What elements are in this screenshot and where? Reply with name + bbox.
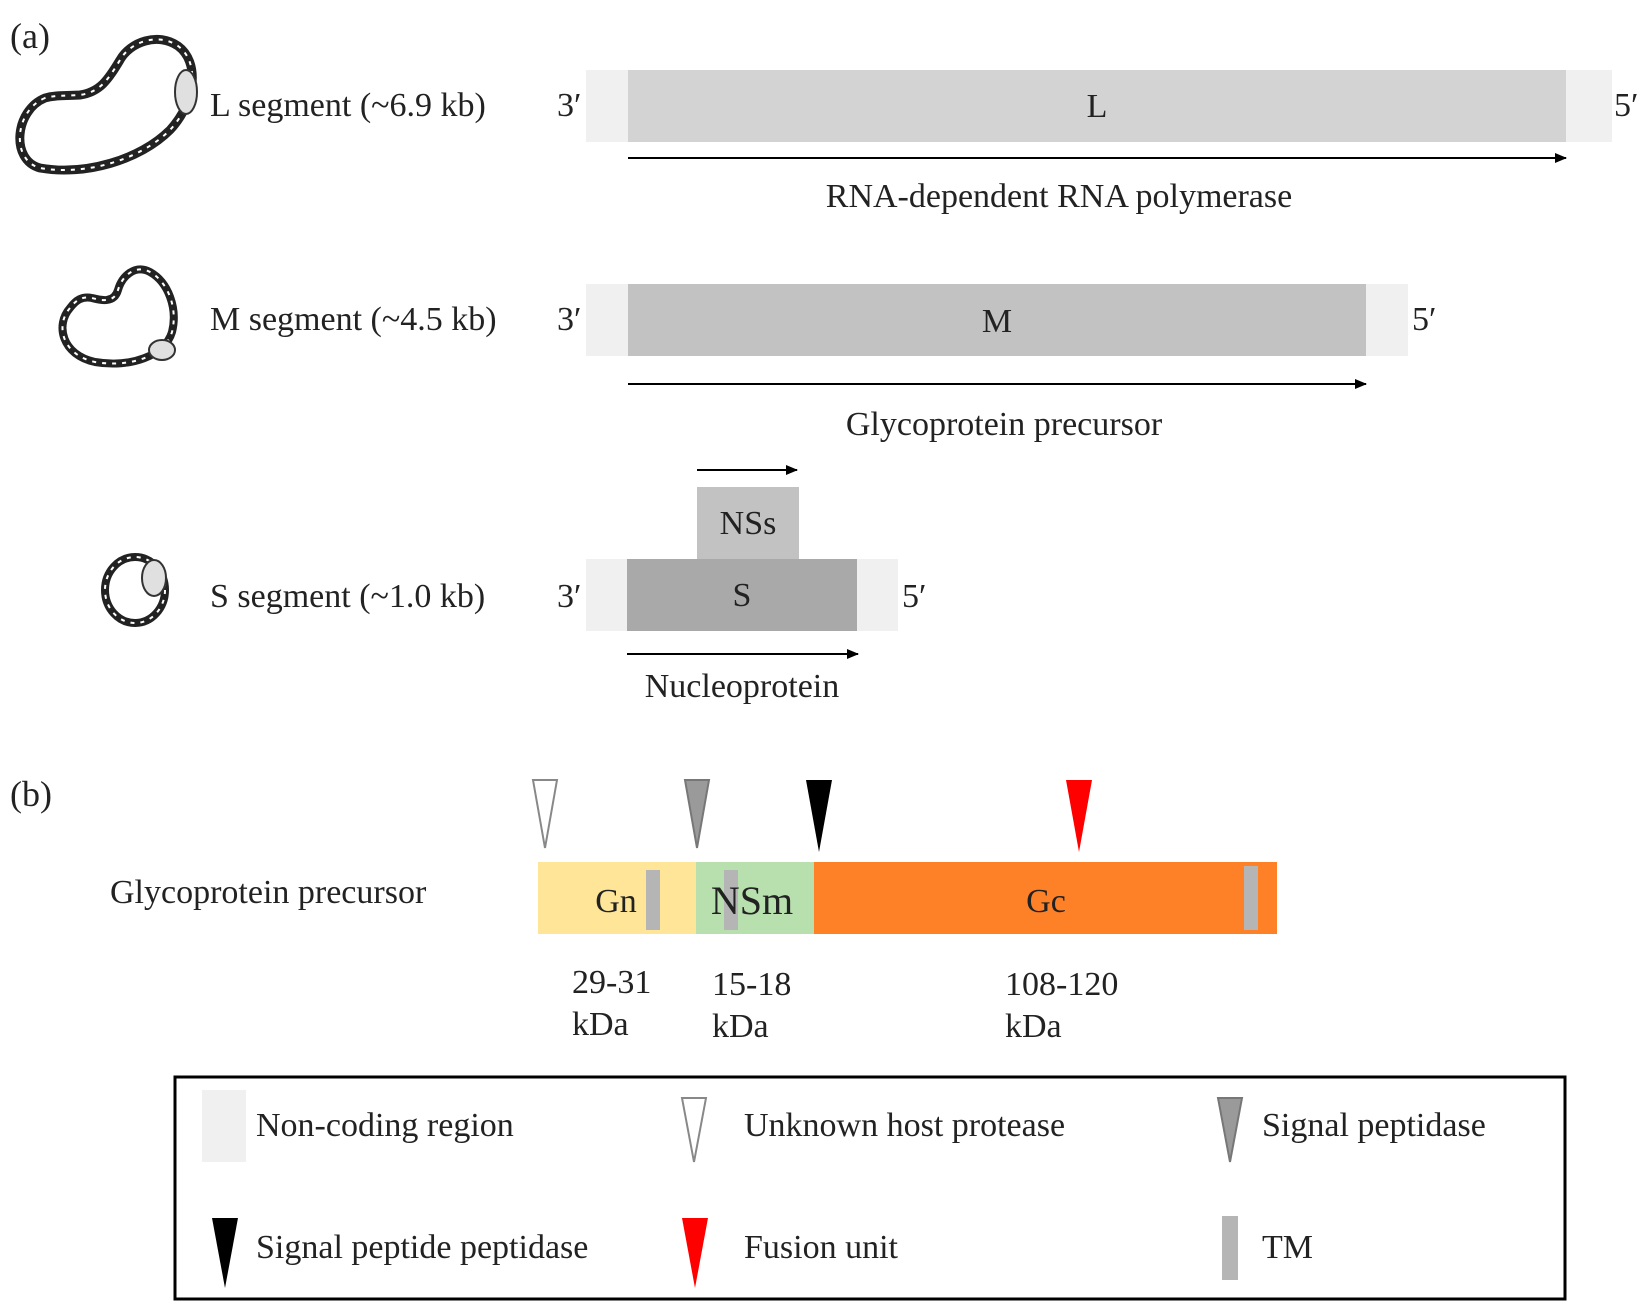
- nsm-tm-region: [724, 870, 738, 930]
- gc-domain: [814, 862, 1277, 934]
- gc-size-unit: kDa: [1005, 1008, 1062, 1045]
- nss-coding-bar: [697, 487, 799, 559]
- l-bar-label: L: [1087, 88, 1108, 125]
- legend-tm-label: TM: [1262, 1229, 1313, 1266]
- m-product-label: Glycoprotein precursor: [846, 406, 1163, 443]
- gn-domain: [538, 862, 696, 934]
- black-triangle-icon: [212, 1218, 238, 1288]
- panel-b-label: (b): [10, 774, 52, 814]
- legend: Non-coding region Unknown host protease …: [173, 1075, 1567, 1301]
- m-3prime-end: 3′: [557, 301, 581, 338]
- legend-signal-peptidase-label: Signal peptidase: [1262, 1107, 1486, 1144]
- unknown-host-protease-triangle-icon: [531, 779, 559, 849]
- legend-unknown-protease-label: Unknown host protease: [744, 1107, 1065, 1144]
- precursor-label: Glycoprotein precursor: [110, 874, 427, 911]
- l-5prime-end: 5′: [1614, 87, 1638, 124]
- signal-peptide-peptidase-triangle-icon: [806, 780, 832, 852]
- signal-peptidase-triangle-icon: [683, 779, 711, 849]
- l-product-label: RNA-dependent RNA polymerase: [826, 178, 1292, 215]
- s-segment-row: S segment (~1.0 kb) 3′ NSs S 5′ Nucleopr…: [101, 465, 926, 705]
- s-bar-label: S: [733, 577, 752, 614]
- legend-fusion-label: Fusion unit: [744, 1229, 899, 1266]
- fusion-unit-triangle-icon: [1066, 780, 1092, 852]
- gc-label: Gc: [1026, 883, 1066, 920]
- nsm-size-value: 15-18: [712, 966, 791, 1003]
- l-segment-loop-icon: [15, 34, 198, 175]
- s-3prime-end: 3′: [557, 578, 581, 615]
- noncoding-swatch-icon: [202, 1090, 246, 1162]
- legend-box: [173, 1075, 1567, 1301]
- m-coding-bar: [628, 284, 1366, 356]
- m-segment-label: M segment (~4.5 kb): [210, 301, 497, 338]
- legend-spp-label: Signal peptide peptidase: [256, 1229, 588, 1266]
- m-5prime-end: 5′: [1412, 301, 1436, 338]
- l-segment-label: L segment (~6.9 kb): [210, 87, 486, 124]
- red-triangle-icon: [682, 1218, 708, 1288]
- m-bar-label: M: [982, 303, 1012, 340]
- nsm-label: NSm: [711, 878, 793, 923]
- m-segment-row: M segment (~4.5 kb) 3′ M 5′ Glycoprotein…: [58, 265, 1436, 443]
- l-3prime-end: 3′: [557, 87, 581, 124]
- nsm-domain: [696, 862, 814, 934]
- s-segment-loop-icon: [101, 553, 169, 627]
- gn-tm-region: [646, 870, 660, 930]
- s-segment-label: S segment (~1.0 kb): [210, 578, 485, 615]
- gc-tm-region: [1244, 866, 1258, 930]
- gc-size-value: 108-120: [1005, 966, 1118, 1003]
- gn-label: Gn: [595, 883, 637, 920]
- gray-triangle-icon: [1216, 1097, 1244, 1163]
- open-triangle-icon: [680, 1097, 708, 1163]
- l-segment-row: L segment (~6.9 kb) 3′ L 5′ RNA-dependen…: [15, 34, 1638, 215]
- nsm-size-unit: kDa: [712, 1008, 769, 1045]
- s-product-label: Nucleoprotein: [645, 668, 840, 705]
- legend-noncoding-label: Non-coding region: [256, 1107, 514, 1144]
- tm-bar-icon: [1222, 1216, 1238, 1280]
- panel-a-label: (a): [10, 16, 50, 56]
- s-coding-bar: [627, 559, 857, 631]
- gn-size-value: 29-31: [572, 964, 651, 1001]
- gn-size-unit: kDa: [572, 1006, 629, 1043]
- m-segment-loop-icon: [58, 265, 178, 368]
- s-5prime-end: 5′: [902, 578, 926, 615]
- nss-bar-label: NSs: [720, 505, 777, 542]
- l-coding-bar: [628, 70, 1566, 142]
